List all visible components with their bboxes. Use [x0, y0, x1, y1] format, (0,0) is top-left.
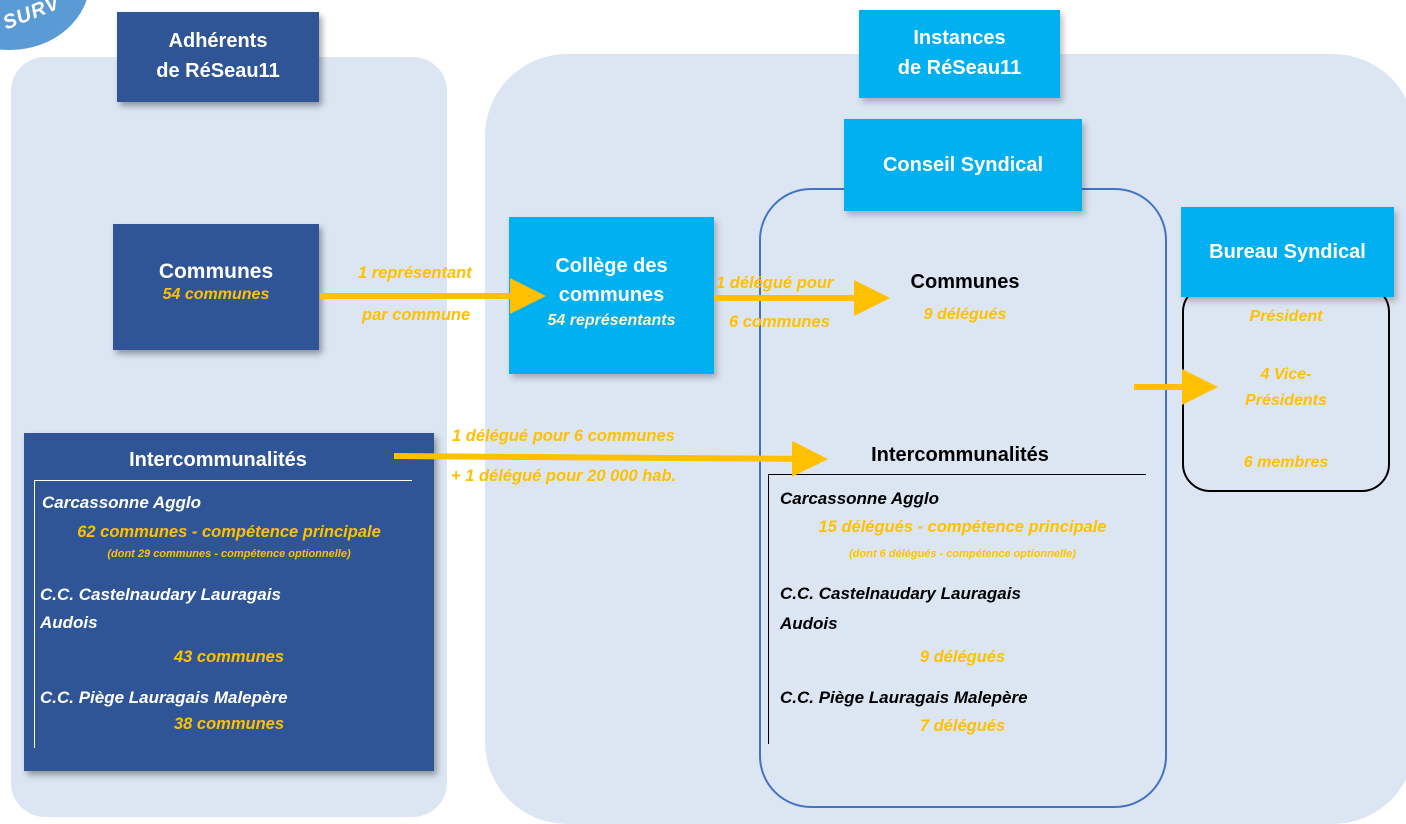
- adherents-intercos-leftline: [34, 480, 35, 748]
- adherents-item-carcassonne-name: Carcassonne Agglo: [42, 493, 202, 512]
- adherents-intercos-box: Intercommunalités Carcassonne Agglo 62 c…: [24, 433, 434, 771]
- conseil-header: Conseil Syndical: [844, 119, 1082, 211]
- instances-header-line-1: Instances: [913, 27, 1006, 49]
- arrow-delegue-communes-label-2: 6 communes: [729, 313, 830, 331]
- bureau-president: Président: [1249, 308, 1323, 325]
- adherents-header-line-1: Adhérents: [168, 30, 268, 52]
- adherents-communes-title: Communes: [158, 260, 274, 283]
- adherents-item-piege-detail: 38 communes: [173, 715, 285, 733]
- adherents-communes-box: Communes 54 communes: [113, 224, 319, 350]
- college-count: 54 représentants: [547, 312, 676, 329]
- bureau-vice-2: Présidents: [1245, 392, 1327, 409]
- adherents-item-castelnaudary-name-2: Audois: [40, 613, 98, 632]
- arrow-delegue-communes-label-1: 1 délégué pour: [716, 274, 834, 292]
- college-title-1: Collège des: [555, 255, 668, 277]
- conseil-item-carcassonne-detail: 15 délégués - compétence principale: [818, 518, 1107, 536]
- conseil-item-piege-detail: 7 délégués: [919, 717, 1006, 735]
- college-box: Collège des communes 54 représentants: [509, 217, 714, 374]
- arrow-rep-label-2: par commune: [362, 306, 471, 324]
- conseil-communes-title: Communes: [910, 271, 1020, 293]
- arrow-delegue-intercos-label-2: + 1 délégué pour 20 000 hab.: [451, 467, 677, 485]
- conseil-item-castelnaudary-name-1: C.C. Castelnaudary Lauragais: [780, 584, 1021, 603]
- adherents-item-carcassonne-detail: 62 communes - compétence principale: [77, 523, 381, 541]
- arrow-rep-label-1: 1 représentant: [358, 264, 472, 282]
- adherents-item-carcassonne-sub: (dont 29 communes - compétence optionnel…: [107, 548, 351, 560]
- adherents-header: Adhérents de RéSeau11: [117, 12, 319, 102]
- adherents-header-line-2: de RéSeau11: [156, 60, 280, 82]
- arrow-delegue-intercos-label-1: 1 délégué pour 6 communes: [452, 427, 675, 445]
- conseil-item-carcassonne-sub: (dont 6 délégués - compétence optionnell…: [849, 548, 1076, 560]
- conseil-communes-count: 9 délégués: [923, 306, 1007, 323]
- adherents-item-castelnaudary-name-1: C.C. Castelnaudary Lauragais: [40, 585, 281, 604]
- bureau-header: Bureau Syndical: [1181, 207, 1394, 297]
- conseil-item-castelnaudary-detail: 9 délégués: [919, 648, 1006, 666]
- adherents-item-castelnaudary-detail: 43 communes: [173, 648, 285, 666]
- adherents-communes-count: 54 communes: [162, 286, 270, 303]
- adherents-intercos-title: Intercommunalités: [129, 449, 307, 471]
- conseil-intercos-leftline: [768, 474, 769, 744]
- instances-header: Instances de RéSeau11: [859, 10, 1060, 98]
- bureau-membres: 6 membres: [1243, 454, 1329, 471]
- bureau-title: Bureau Syndical: [1209, 241, 1366, 263]
- conseil-intercos-underline: [768, 474, 1146, 475]
- adherents-intercos-underline: [34, 480, 412, 481]
- adherents-item-piege-name: C.C. Piège Lauragais Malepère: [40, 688, 288, 707]
- conseil-item-castelnaudary-name-2: Audois: [780, 614, 838, 633]
- conseil-title: Conseil Syndical: [882, 154, 1044, 176]
- bureau-vice-1: 4 Vice-: [1260, 366, 1312, 383]
- conseil-intercos-title: Intercommunalités: [871, 444, 1049, 466]
- college-title-2: communes: [558, 284, 665, 306]
- conseil-item-piege-name: C.C. Piège Lauragais Malepère: [780, 688, 1028, 707]
- conseil-item-carcassonne-name: Carcassonne Agglo: [780, 489, 940, 508]
- instances-header-line-2: de RéSeau11: [897, 57, 1022, 79]
